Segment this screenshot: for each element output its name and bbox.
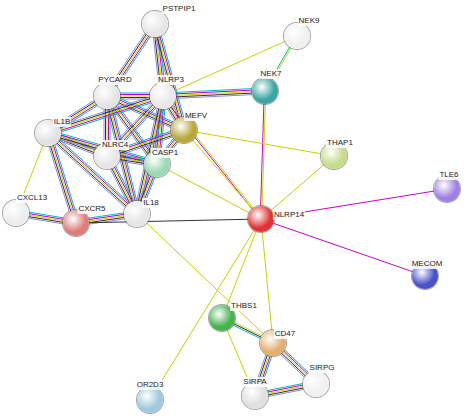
protein-label: THAP1 (326, 138, 354, 148)
evidence-line (104, 109, 105, 143)
protein-label: PYCARD (97, 75, 132, 85)
protein-label: SIRPG (309, 363, 336, 373)
evidence-line (176, 95, 252, 99)
protein-label: CXCR5 (77, 204, 106, 214)
protein-label: IL18 (142, 198, 160, 208)
evidence-line (120, 97, 150, 98)
interaction-edge (89, 219, 248, 222)
protein-node (150, 83, 176, 109)
protein-node (94, 83, 120, 109)
evidence-line (89, 219, 248, 222)
evidence-line (114, 167, 132, 202)
evidence-line (120, 94, 150, 95)
protein-label: TLE6 (438, 170, 459, 180)
evidence-line (273, 223, 412, 271)
protein-label: NEK9 (298, 16, 321, 26)
protein-label: MEFV (184, 111, 208, 121)
evidence-line (112, 168, 130, 203)
protein-label: CXCL13 (16, 193, 48, 203)
protein-node (303, 371, 329, 397)
evidence-line (110, 169, 128, 204)
evidence-line (280, 354, 304, 377)
evidence-line (171, 107, 253, 210)
protein-node (248, 206, 274, 232)
evidence-line (197, 132, 321, 154)
protein-label: THBS1 (230, 301, 258, 311)
evidence-line (28, 218, 62, 224)
evidence-line (52, 145, 72, 210)
evidence-line (89, 219, 124, 224)
interaction-edge (262, 232, 271, 330)
interaction-edge (271, 164, 324, 210)
interaction-edge (273, 223, 412, 271)
evidence-line (268, 388, 303, 395)
protein-label: SIRPA (242, 377, 267, 387)
evidence-line (49, 146, 69, 211)
protein-label: NLRP3 (157, 75, 185, 85)
evidence-line (234, 324, 262, 338)
evidence-line (139, 175, 149, 201)
protein-label: NEK7 (260, 69, 283, 79)
interaction-edge (28, 212, 63, 224)
interaction-edge (280, 350, 308, 377)
evidence-line (268, 389, 303, 396)
evidence-line (268, 387, 303, 394)
evidence-line (53, 145, 73, 210)
interaction-edge (171, 106, 254, 210)
interaction-edge (267, 384, 304, 397)
interaction-edge (176, 89, 252, 99)
protein-label: CASP1 (151, 148, 179, 158)
interaction-edge (146, 223, 263, 334)
interaction-edge (233, 322, 262, 338)
protein-node (142, 11, 168, 37)
evidence-line (120, 93, 150, 94)
evidence-line (120, 96, 150, 97)
evidence-line (227, 330, 250, 384)
evidence-line (281, 353, 305, 376)
evidence-line (262, 232, 271, 330)
interaction-edge (227, 330, 250, 384)
protein-label: IL1B (53, 117, 71, 127)
interaction-edge (197, 132, 321, 154)
interaction-edge (110, 166, 133, 204)
interaction-edge (119, 155, 144, 165)
evidence-line (271, 164, 324, 210)
evidence-line (282, 352, 306, 375)
protein-label: NLRC4 (101, 140, 129, 150)
evidence-line (58, 142, 128, 205)
evidence-line (168, 170, 249, 213)
interaction-edge (49, 145, 75, 212)
protein-node (137, 387, 163, 413)
evidence-line (114, 103, 152, 144)
interaction-edge (261, 104, 266, 206)
protein-label: PSTPIP1 (162, 4, 197, 14)
protein-label: CD47 (274, 329, 296, 339)
evidence-line (113, 168, 131, 203)
evidence-line (146, 223, 263, 334)
evidence-line (57, 143, 127, 206)
protein-node (284, 23, 310, 49)
protein-label: OR2D3 (136, 380, 165, 390)
evidence-line (119, 161, 143, 165)
protein-node (252, 78, 278, 104)
protein-label: NLRP14 (273, 210, 305, 220)
evidence-line (262, 104, 265, 206)
protein-node (3, 200, 29, 226)
interaction-edge (168, 170, 249, 213)
evidence-line (283, 351, 307, 374)
evidence-line (56, 144, 126, 207)
protein-label: MECOM (411, 259, 444, 269)
evidence-line (50, 146, 70, 211)
evidence-line (55, 145, 75, 210)
